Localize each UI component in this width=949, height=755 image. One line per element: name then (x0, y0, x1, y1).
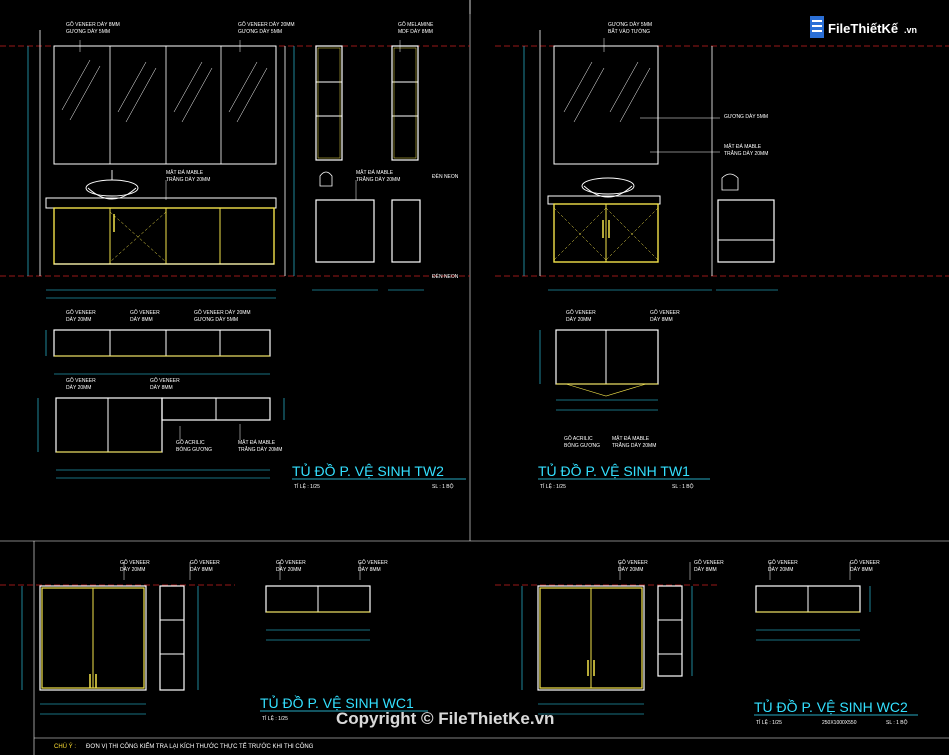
logo-name: FileThiếtKế (828, 21, 899, 36)
tw2-plan-label-1b: DÀY 20MM (66, 316, 91, 323)
wc1-label-1b: DÀY 20MM (120, 566, 145, 573)
wc2-label-4: GỖ VENEER (850, 559, 880, 566)
tw1-label-marble-2b: TRẮNG DÀY 20MM (612, 441, 656, 449)
wc2-label-2b: DÀY 8MM (694, 566, 717, 573)
wc1-label-3: GỖ VENEER (276, 559, 306, 566)
tw1-side-unit (717, 173, 775, 263)
wc1-scale: TỈ LỆ : 1/25 (262, 714, 288, 722)
wc1-label-4b: DÀY 8MM (358, 566, 381, 573)
tw2-label-mirror-1b: GƯƠNG DÀY 5MM (66, 28, 110, 35)
tw2-plan-views (53, 329, 271, 453)
wc2-title: TỦ ĐỒ P. VỆ SINH WC2 (754, 698, 908, 715)
tw1-plan-view (555, 329, 659, 397)
tw1-label-mirror: GƯƠNG DÀY 5MM (724, 113, 768, 120)
tw2-label-acrylic-b: BÓNG GƯƠNG (176, 446, 212, 453)
leader-lines (79, 38, 851, 580)
tw2-label-mirror-2: GỖ VENEER DÀY 20MM (238, 21, 295, 28)
tw1-label-acrylic: GỖ ACRILIC (564, 435, 593, 442)
wc2-plan-view (755, 585, 861, 613)
tw2-scale: TỈ LỆ : 1/25 (294, 482, 320, 490)
tw1-label-marble-2: MẶT ĐÁ MABLE (612, 435, 650, 442)
tw1-title: TỦ ĐỒ P. VỆ SINH TW1 (538, 462, 690, 479)
wc2-label-1: GỖ VENEER (618, 559, 648, 566)
wc2-qty: SL : 1 BỘ (886, 719, 908, 726)
note-label: CHÚ Ý : (54, 743, 76, 750)
tw1-label-marble-b: TRẮNG DÀY 20MM (724, 149, 768, 157)
wc2-label-2: GỖ VENEER (694, 559, 724, 566)
wc2-label-1b: DÀY 20MM (618, 566, 643, 573)
tw1-label-mirror-top: GƯƠNG DÀY 5MM (608, 21, 652, 28)
tw2-label-marble-side: MẶT ĐÁ MABLE (356, 169, 394, 176)
wc2-size: 250X1000X550 (822, 720, 857, 726)
tw2-plan-label-2: GỖ VENEER (130, 309, 160, 316)
tw2-plan-label-3b: GƯƠNG DÀY 5MM (194, 316, 238, 323)
tw2-label-marble-b: TRẮNG DÀY 20MM (166, 175, 210, 183)
tw2-label-section-marble: MẶT ĐÁ MABLE (238, 439, 276, 446)
tw2-title: TỦ ĐỒ P. VỆ SINH TW2 (292, 462, 444, 479)
wc2-label-4b: DÀY 8MM (850, 566, 873, 573)
logo-domain: .vn (904, 25, 917, 35)
wc1-elevation (39, 585, 185, 691)
tw1-label-acrylic-b: BÓNG GƯƠNG (564, 442, 600, 449)
wc1-label-1: GỖ VENEER (120, 559, 150, 566)
tw2-side-shelf (315, 45, 421, 263)
wc1-label-4: GỖ VENEER (358, 559, 388, 566)
tw2-label-marble-side-b: TRẮNG DÀY 20MM (356, 175, 400, 183)
tw2-qty: SL : 1 BỘ (432, 483, 454, 490)
tw1-qty: SL : 1 BỘ (672, 483, 694, 490)
wc1-label-2: GỖ VENEER (190, 559, 220, 566)
tw2-label-melamine-b: MDF DÀY 8MM (398, 28, 433, 35)
tw2-section-label-1: GỖ VENEER (66, 377, 96, 384)
tw1-scale: TỈ LỆ : 1/25 (540, 482, 566, 490)
tw1-labels: GƯƠNG DÀY 5MM BẮT VÀO TƯỜNG GƯƠNG DÀY 5M… (564, 21, 768, 449)
wc2-labels: GỖ VENEER DÀY 20MM GỖ VENEER DÀY 8MM GỖ … (618, 559, 880, 573)
tw2-label-acrylic: GỖ ACRILIC (176, 439, 205, 446)
tw1-plan-label-2: GỖ VENEER (650, 309, 680, 316)
tw2-section-label-1b: DÀY 20MM (66, 384, 91, 391)
tw2-label-marble: MẶT ĐÁ MABLE (166, 169, 204, 176)
footer-note: CHÚ Ý : ĐƠN VỊ THI CÔNG KIỂM TRA LẠI KÍC… (54, 743, 314, 750)
tw2-label-neon-2: ĐÈN NEON (432, 273, 459, 280)
tw2-elevation (39, 30, 286, 276)
dimension-lines (21, 46, 871, 715)
tw1-plan-label-1b: DÀY 20MM (566, 316, 591, 323)
wc1-label-3b: DÀY 20MM (276, 566, 301, 573)
tw2-label-mirror-1: GỖ VENEER DÀY 8MM (66, 21, 120, 28)
tw1-label-marble: MẶT ĐÁ MABLE (724, 143, 762, 150)
tw2-label-section-marble-b: TRẮNG DÀY 20MM (238, 445, 282, 453)
tw2-label-melamine: GỖ MELAMINE (398, 21, 434, 28)
tw2-label-neon-1: ĐÈN NEON (432, 173, 459, 180)
tw2-section-label-2b: DÀY 8MM (150, 384, 173, 391)
tw2-plan-label-1: GỖ VENEER (66, 309, 96, 316)
wc2-scale: TỈ LỆ : 1/25 (756, 718, 782, 726)
wc1-label-2b: DÀY 8MM (190, 566, 213, 573)
tw1-elevation (539, 30, 713, 276)
wc1-labels: GỖ VENEER DÀY 20MM GỖ VENEER DÀY 8MM GỖ … (120, 559, 388, 573)
tw2-label-mirror-2b: GƯƠNG DÀY 5MM (238, 28, 282, 35)
tw2-plan-label-3: GỖ VENEER DÀY 20MM (194, 309, 251, 316)
wc1-title: TỦ ĐỒ P. VỆ SINH WC1 (260, 694, 414, 711)
copyright-watermark: Copyright © FileThietKe.vn (336, 709, 554, 728)
tw1-label-mirror-top-b: BẮT VÀO TƯỜNG (608, 27, 650, 35)
note-text: ĐƠN VỊ THI CÔNG KIỂM TRA LẠI KÍCH THƯỚC … (86, 743, 314, 750)
wc1-plan-view (265, 585, 371, 613)
wc2-label-3b: DÀY 20MM (768, 566, 793, 573)
wc2-label-3: GỖ VENEER (768, 559, 798, 566)
panel-titles: TỦ ĐỒ P. VỆ SINH TW2 TỈ LỆ : 1/25 SL : 1… (260, 462, 918, 726)
tw1-plan-label-2b: DÀY 8MM (650, 316, 673, 323)
tw2-section-label-2: GỖ VENEER (150, 377, 180, 384)
tw2-labels: GỖ VENEER DÀY 8MM GƯƠNG DÀY 5MM GỖ VENEE… (66, 21, 459, 453)
brand-logo: FileThiếtKế .vn (810, 16, 917, 38)
tw2-plan-label-2b: DÀY 8MM (130, 316, 153, 323)
tw1-plan-label-1: GỖ VENEER (566, 309, 596, 316)
wc2-elevation (537, 585, 683, 691)
